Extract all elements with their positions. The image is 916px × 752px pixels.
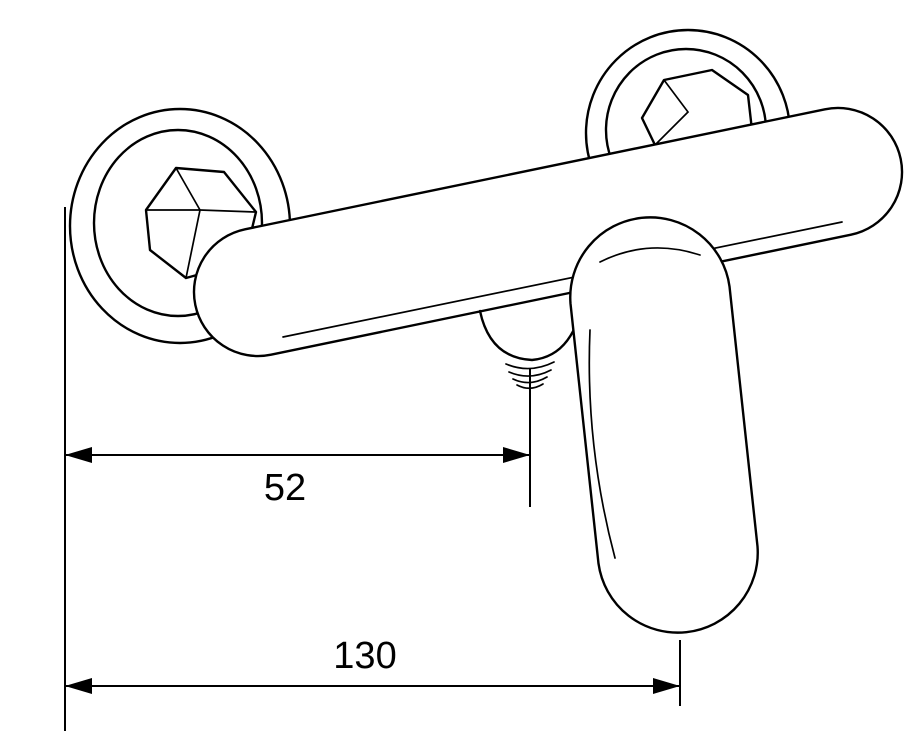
dimension-52: 52	[64, 207, 531, 731]
hex-nut-left-facet-2	[145, 209, 257, 213]
lever-handle-edge-line	[588, 329, 616, 559]
arrowhead-52-left	[65, 447, 92, 463]
dimension-130: 130	[65, 635, 681, 706]
lever-handle	[569, 216, 759, 634]
body-bar-outline	[192, 106, 904, 358]
dimension-130-label: 130	[333, 635, 396, 677]
arrowhead-52-right	[503, 447, 530, 463]
arrowhead-130-right	[653, 678, 680, 694]
arrowhead-130-left	[65, 678, 92, 694]
lever-handle-outline	[569, 216, 759, 634]
body-bar-face-line	[282, 221, 843, 338]
dimension-52-label: 52	[264, 467, 306, 509]
lever-handle-collar-line	[599, 247, 701, 263]
hex-nut-right-facet	[654, 79, 690, 146]
faucet-body-bar	[192, 106, 904, 358]
